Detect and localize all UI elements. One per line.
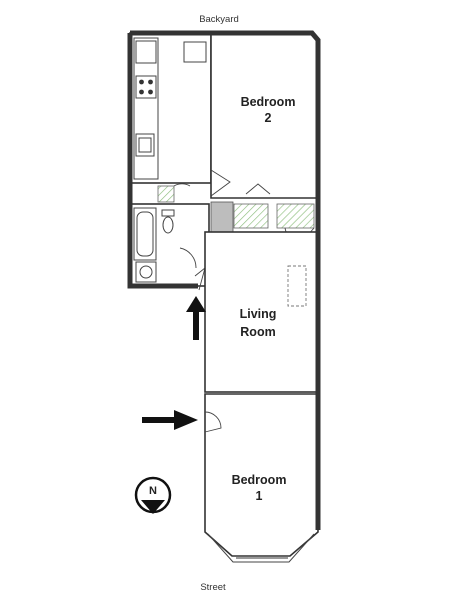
- living-room-label-line1: Living: [240, 307, 277, 321]
- bedroom-2-label: Bedroom: [241, 95, 296, 109]
- kitchen-sink-icon: [135, 133, 155, 157]
- closet-right: [276, 203, 315, 229]
- living-room-label-line2: Room: [240, 325, 275, 339]
- bedroom-1-label: Bedroom: [232, 473, 287, 487]
- closet-left: [233, 203, 269, 229]
- living-room: [204, 231, 319, 413]
- kitchen: [129, 32, 212, 203]
- bathtub-icon: [133, 207, 157, 261]
- bedroom-2-number: 2: [265, 111, 272, 125]
- arrow-up-icon: [186, 296, 206, 340]
- bedroom-1-number: 1: [256, 489, 263, 503]
- arrow-right-icon: [142, 410, 198, 430]
- street-label: Street: [200, 582, 226, 593]
- compass-north-label: N: [149, 485, 157, 497]
- stove-icon: [135, 75, 157, 99]
- bathroom: [129, 203, 210, 291]
- pantry-closet: [157, 185, 175, 203]
- toilet-icon: [161, 209, 175, 234]
- north-compass-icon: N: [134, 476, 172, 514]
- kitchen-cabinet-top: [135, 40, 157, 64]
- ceiling-light-icon: [287, 265, 307, 307]
- bath-sink-icon: [135, 261, 157, 283]
- closet-grey: [210, 201, 234, 233]
- fridge-icon: [183, 41, 207, 63]
- backyard-label: Backyard: [199, 14, 239, 25]
